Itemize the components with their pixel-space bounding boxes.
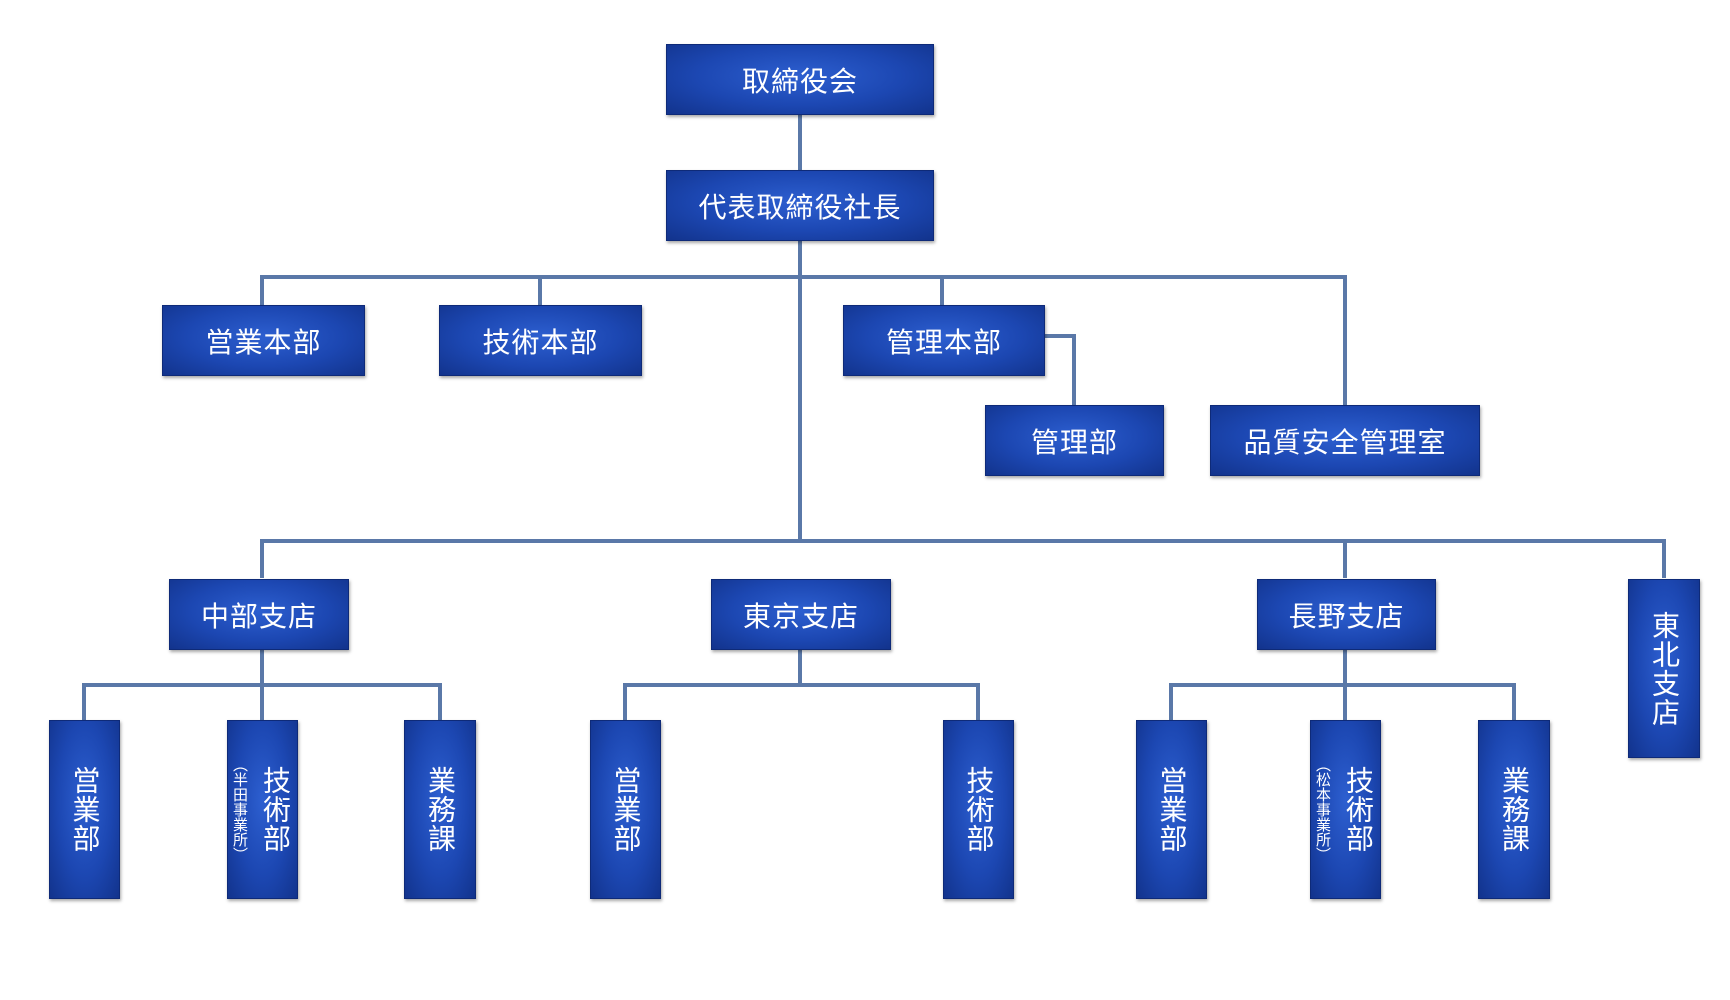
nagano-tech-label: 技術部 [1342,766,1375,853]
tohoku-branch-label: 東北支店 [1648,610,1681,727]
nagano-tech-note: （松本事業所） [1314,757,1332,862]
admin-division-box: 管理本部 [843,305,1045,376]
chubu-ops-label: 業務課 [424,766,457,853]
tokyo-sales-label: 営業部 [609,766,643,853]
tokyo-branch-box: 東京支店 [711,579,891,650]
chubu-tech-note: （半田事業所） [231,757,249,862]
nagano-branch-box: 長野支店 [1257,579,1436,650]
nagano-tech-box: 技術部 （松本事業所） [1310,720,1381,899]
board-box: 取締役会 [666,44,934,115]
chubu-ops-box: 業務課 [404,720,476,899]
president-box: 代表取締役社長 [666,170,934,241]
nagano-sales-box: 営業部 [1136,720,1207,899]
nagano-sales-label: 営業部 [1155,766,1189,853]
quality-office-box: 品質安全管理室 [1210,405,1480,476]
admin-dept-label: 管理部 [1030,425,1118,459]
admin-division-label: 管理本部 [885,325,1002,359]
tech-division-label: 技術本部 [482,325,599,359]
tokyo-sales-box: 営業部 [590,720,661,899]
president-label: 代表取締役社長 [698,190,902,224]
sales-division-label: 営業本部 [205,325,322,359]
tohoku-branch-box: 東北支店 [1628,579,1700,758]
nagano-ops-label: 業務課 [1498,766,1531,853]
nagano-ops-box: 業務課 [1478,720,1550,899]
nagano-branch-label: 長野支店 [1288,599,1405,633]
chubu-sales-label: 営業部 [68,766,102,853]
chubu-sales-box: 営業部 [49,720,120,899]
chubu-branch-box: 中部支店 [169,579,349,650]
tech-division-box: 技術本部 [439,305,642,376]
admin-dept-box: 管理部 [985,405,1164,476]
board-label: 取締役会 [741,64,858,98]
chubu-branch-label: 中部支店 [200,599,317,633]
tokyo-tech-box: 技術部 [943,720,1014,899]
tokyo-tech-label: 技術部 [962,766,996,853]
tokyo-branch-label: 東京支店 [742,599,859,633]
sales-division-box: 営業本部 [162,305,365,376]
chubu-tech-label: 技術部 [259,766,292,853]
quality-office-label: 品質安全管理室 [1243,425,1447,459]
chubu-tech-box: 技術部 （半田事業所） [227,720,298,899]
